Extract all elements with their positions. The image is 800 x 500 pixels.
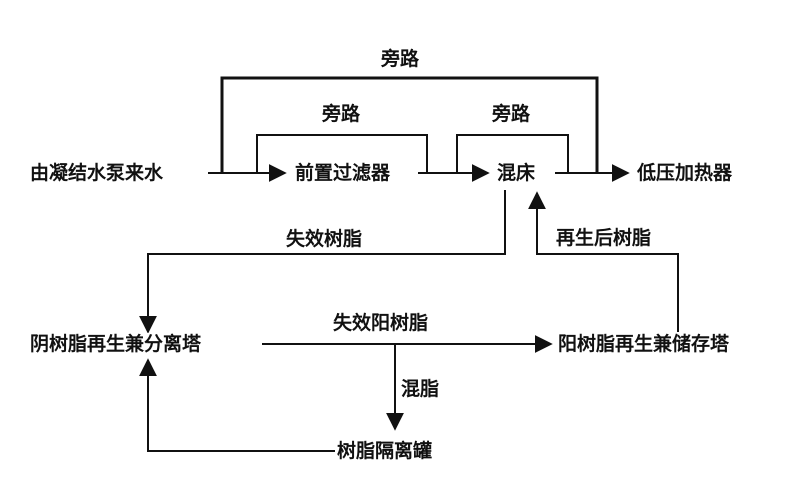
- bypass-prefilter-line: [256, 134, 428, 173]
- label-spent-resin: 失效树脂: [286, 228, 363, 250]
- label-mixed-resin: 混脂: [401, 378, 440, 400]
- bypass-mixed-bed-line: [456, 134, 569, 173]
- node-mixed-bed: 混床: [497, 162, 536, 184]
- isolation-return-line: [139, 358, 335, 452]
- bypass-main-line: [220, 76, 599, 173]
- node-prefilter: 前置过滤器: [295, 162, 391, 184]
- spent-resin-line: [139, 190, 506, 334]
- node-resin-isolation-tank: 树脂隔离罐: [337, 440, 433, 462]
- node-cation-storage-tower: 阳树脂再生兼储存塔: [558, 333, 730, 355]
- regenerated-resin-line: [528, 191, 679, 332]
- node-cation-separation-tower: 阴树脂再生兼分离塔: [30, 333, 202, 355]
- label-spent-cation-resin: 失效阳树脂: [333, 312, 429, 334]
- label-bypass-main: 旁路: [381, 48, 420, 70]
- node-source: 由凝结水泵来水: [30, 162, 164, 184]
- label-bypass-prefilter: 旁路: [322, 103, 361, 125]
- label-regenerated-resin: 再生后树脂: [556, 227, 652, 249]
- node-lp-heater: 低压加热器: [637, 162, 733, 184]
- label-bypass-mixed-bed: 旁路: [492, 103, 531, 125]
